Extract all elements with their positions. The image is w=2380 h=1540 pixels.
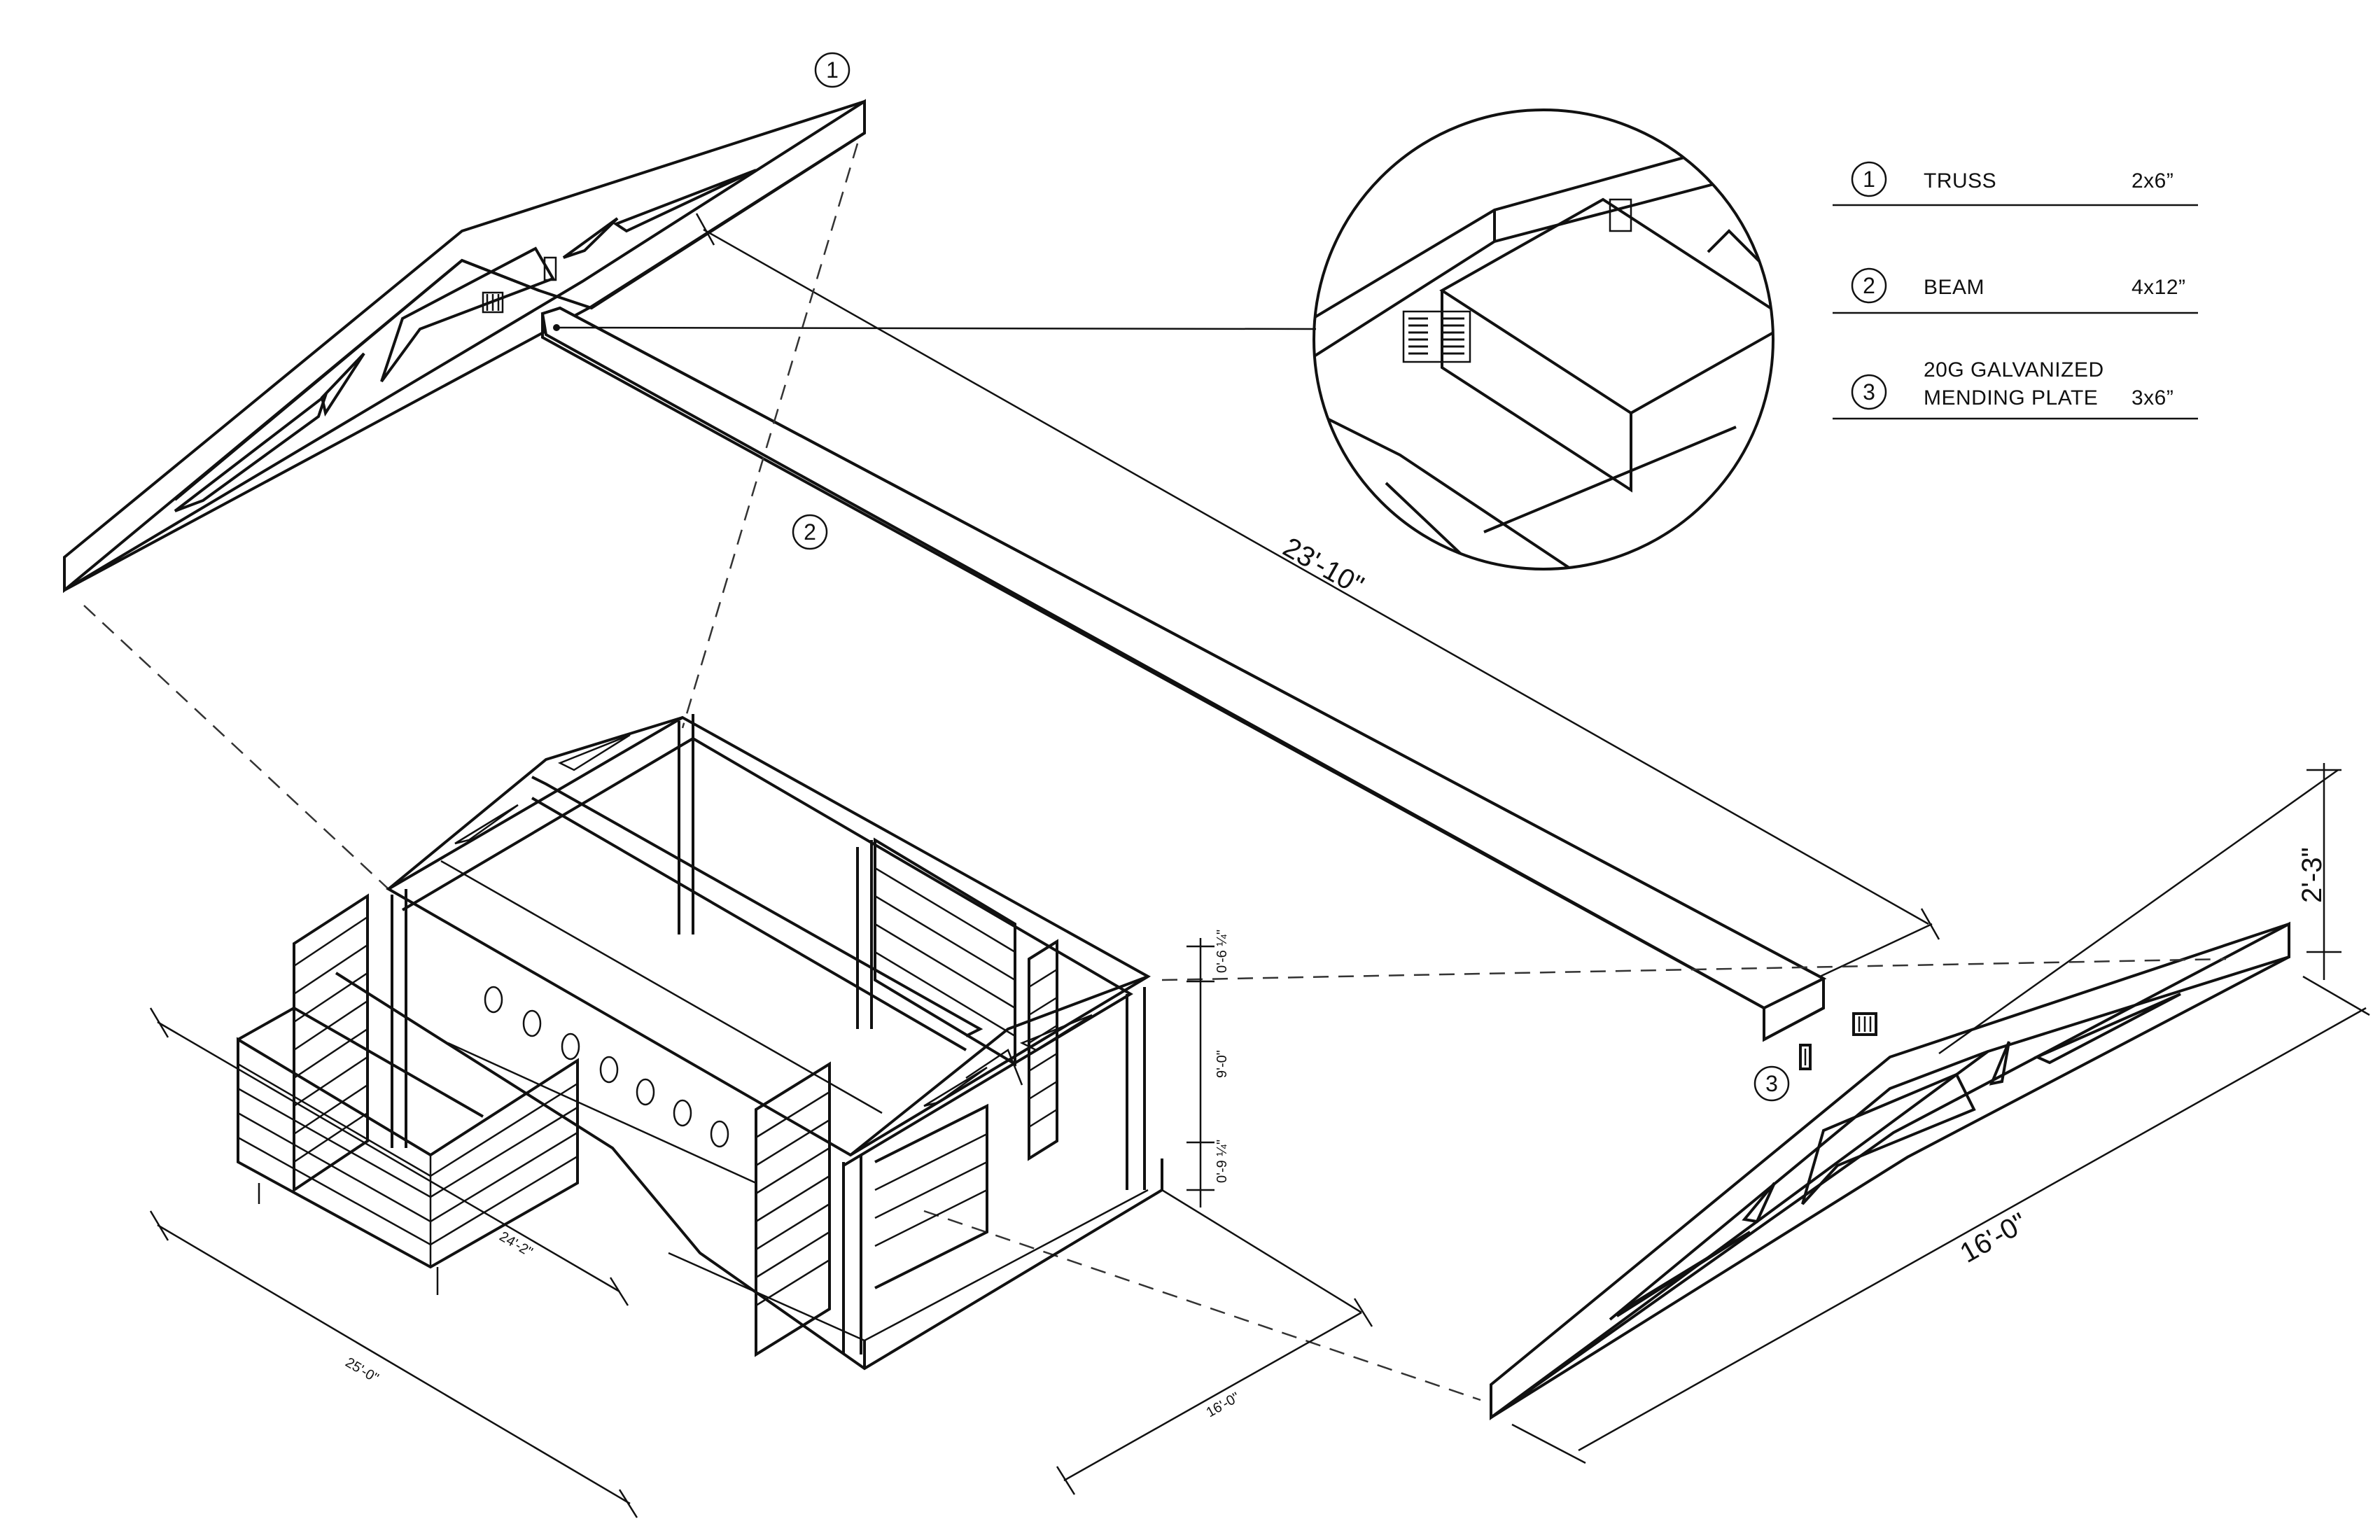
exploded-beam	[540, 306, 1827, 1042]
height-dimensions: 0'-6 ¼" 9'-0" 0'-9 ¼"	[1186, 930, 1230, 1208]
inner-length-dimension: 24'-2"	[149, 1007, 629, 1306]
left-slat-wall	[293, 893, 369, 1193]
legend-beam-name: BEAM	[1924, 276, 1984, 299]
legend-item-beam: 2 BEAM 4x12”	[1833, 267, 2198, 314]
mending-plate-icon-2	[1799, 1044, 1812, 1070]
legend-item-plate: 3 20G GALVANIZED MENDING PLATE 3x6”	[1833, 358, 2198, 420]
callout-truss-number: 1	[826, 57, 839, 83]
legend-beam-number: 2	[1863, 273, 1875, 298]
hanging-rings	[484, 986, 729, 1148]
right-slat-wall	[755, 837, 1058, 1357]
legend-truss-number: 1	[1863, 167, 1875, 192]
legend-truss-name: TRUSS	[1924, 169, 1996, 192]
overall-length-label: 25'-0"	[342, 1354, 381, 1386]
callout-beam: 2	[792, 514, 828, 550]
projection-lines	[83, 143, 2227, 1401]
legend: 1 TRUSS 2x6” 2 BEAM 4x12” 3 20G GALVANIZ…	[1833, 161, 2198, 420]
legend-item-truss: 1 TRUSS 2x6”	[1833, 161, 2198, 206]
top-beams	[386, 715, 1151, 1167]
truss-plate-icon-2	[543, 256, 557, 281]
overall-length-dimension: 25'-0"	[149, 1210, 638, 1518]
front-bench	[237, 1006, 579, 1295]
callout-beam-number: 2	[804, 519, 816, 545]
callout-plate: 3	[1754, 1065, 1790, 1102]
exploded-truss	[63, 99, 866, 594]
inner-length-label: 24'-2"	[496, 1228, 535, 1260]
assembled-structure	[237, 714, 1163, 1371]
legend-truss-size: 2x6”	[2132, 169, 2174, 192]
post-height-label: 9'-0"	[1214, 1050, 1230, 1078]
legend-plate-size: 3x6”	[2132, 386, 2174, 410]
detail-magnifier	[556, 108, 1774, 570]
structure-truss-back	[387, 716, 683, 890]
mending-plate-detail-icon	[1402, 198, 1632, 363]
truss-height-label: 2'-3"	[2297, 847, 2328, 903]
legend-beam-size: 4x12”	[2132, 276, 2186, 299]
truss-plate-icon	[482, 291, 504, 314]
mending-plates	[1799, 1012, 1877, 1070]
mending-plate-icon	[1852, 1012, 1877, 1036]
overall-width-dimension: 16'-0"	[1056, 1189, 1373, 1495]
bottom-offset-label: 0'-9 ¼"	[1214, 1140, 1230, 1183]
overall-width-label: 16'-0"	[1204, 1390, 1242, 1420]
posts	[391, 714, 1146, 1354]
callout-truss: 1	[814, 52, 850, 88]
side-truss	[1490, 921, 2290, 1420]
truss-height-dimension: 2'-3"	[1938, 763, 2342, 1055]
callout-plate-number: 3	[1765, 1071, 1778, 1096]
legend-plate-name-line1: 20G GALVANIZED	[1924, 358, 2104, 382]
top-offset-label: 0'-6 ¼"	[1214, 930, 1230, 973]
beam-length-label: 23'-10"	[1278, 532, 1369, 601]
truss-span-dimension: 16'-0"	[1511, 975, 2370, 1464]
legend-plate-number: 3	[1863, 379, 1875, 405]
legend-plate-name-line2: MENDING PLATE	[1924, 386, 2098, 410]
